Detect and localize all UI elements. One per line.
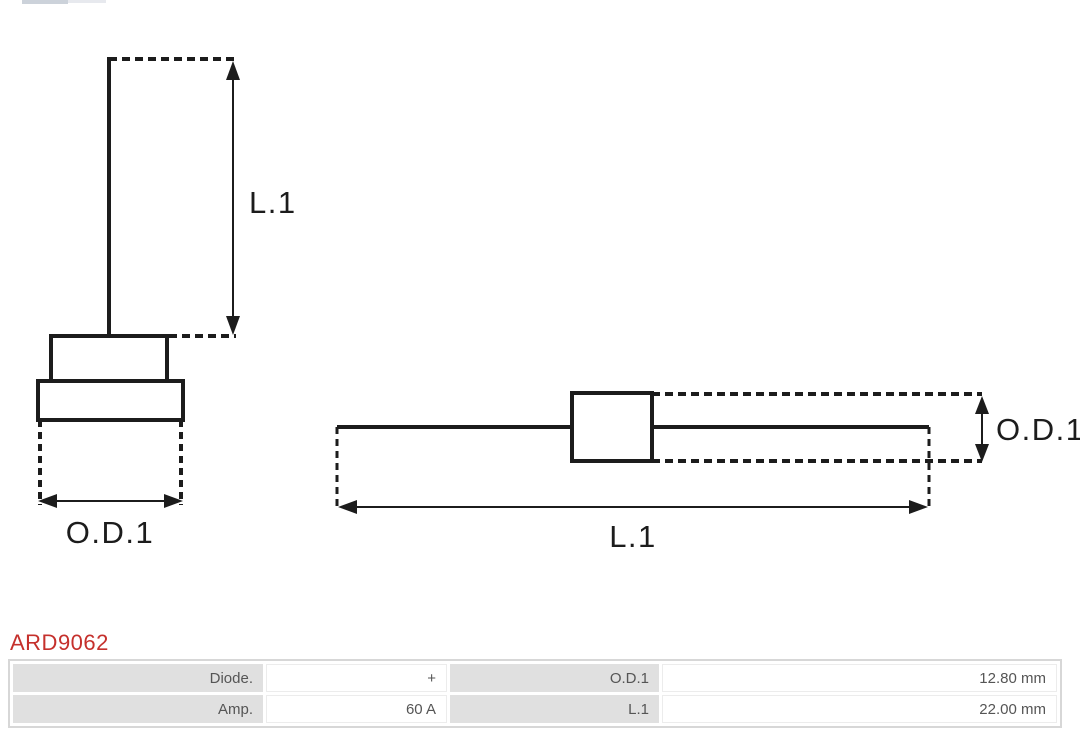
- left-diode-body-top: [49, 334, 169, 383]
- left-diameter-arrowhead-left: [38, 494, 57, 508]
- right-diameter-arrowhead-up: [975, 396, 989, 414]
- right-length-label: L.1: [609, 519, 657, 554]
- right-length-arrowhead-right: [909, 500, 928, 514]
- left-diameter-label: O.D.1: [66, 515, 154, 550]
- diode-technical-drawing: L.1 O.D.1 O.D.1 L.1: [36, 57, 1080, 554]
- left-length-label: L.1: [249, 185, 297, 220]
- right-diameter-label: O.D.1: [996, 412, 1080, 447]
- left-diameter-arrowhead-right: [164, 494, 183, 508]
- logo-fragment-light: [68, 0, 106, 3]
- part-number-title: ARD9062: [10, 630, 109, 655]
- left-length-arrowhead-up: [226, 61, 240, 80]
- spec-label-l1: L.1: [450, 695, 659, 723]
- right-length-arrowhead-left: [338, 500, 357, 514]
- left-length-arrowhead-down: [226, 316, 240, 335]
- spec-value-diode: +: [266, 664, 447, 692]
- spec-table: Diode. + O.D.1 12.80 mm Amp. 60 A L.1 22…: [8, 659, 1062, 728]
- spec-label-od1: O.D.1: [450, 664, 659, 692]
- logo-fragment: [22, 0, 68, 4]
- right-diode-body: [570, 391, 654, 463]
- spec-row-1: Diode. + O.D.1 12.80 mm: [13, 664, 1057, 692]
- left-diode-body-base: [36, 379, 185, 422]
- spec-value-od1: 12.80 mm: [662, 664, 1057, 692]
- spec-label-diode: Diode.: [13, 664, 263, 692]
- spec-row-2: Amp. 60 A L.1 22.00 mm: [13, 695, 1057, 723]
- spec-value-amp: 60 A: [266, 695, 447, 723]
- right-diameter-arrowhead-down: [975, 444, 989, 462]
- spec-label-amp: Amp.: [13, 695, 263, 723]
- spec-value-l1: 22.00 mm: [662, 695, 1057, 723]
